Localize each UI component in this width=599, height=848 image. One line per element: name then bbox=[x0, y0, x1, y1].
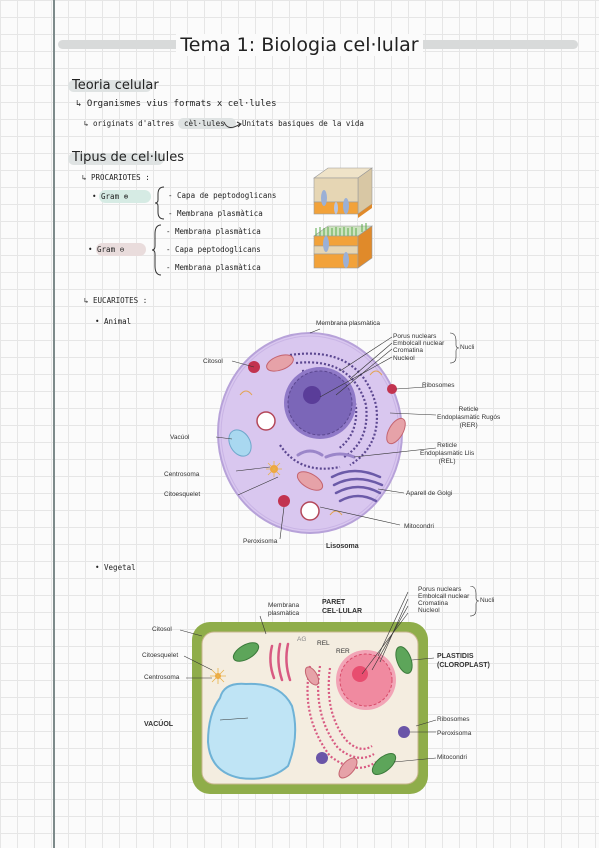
gram-pos-pill bbox=[99, 190, 151, 203]
gram-neg-item: - Membrana plasmàtica bbox=[166, 227, 261, 236]
gram-neg-label: • Gram ⊖ bbox=[88, 245, 125, 254]
label-porus-nuclears: Porus nuclears bbox=[393, 333, 437, 340]
eucariotes-label: ↳ EUCARIOTES : bbox=[84, 296, 148, 305]
animal-label: • Animal bbox=[95, 317, 132, 326]
label-nucleol: Nucleol bbox=[393, 355, 415, 362]
label-ribosomes: Ribosomes bbox=[422, 382, 455, 389]
label-peroxisoma: Peroxisoma bbox=[243, 538, 278, 545]
label-embolcall-nuclear-veg: Embolcall nuclear bbox=[418, 593, 470, 600]
label-lisosoma: Lisosoma bbox=[326, 543, 359, 550]
title-bar-left bbox=[58, 40, 214, 49]
gram-neg-wall-illustration bbox=[313, 223, 373, 269]
label-centrosoma: Centrosoma bbox=[164, 471, 200, 478]
brace-icon bbox=[151, 224, 162, 276]
gram-pos-item: - Membrana plasmàtica bbox=[168, 209, 263, 218]
heading-highlight bbox=[68, 153, 164, 165]
brace-icon bbox=[154, 186, 165, 220]
label-citoesquelet: Citoesquelet bbox=[164, 491, 201, 498]
gram-pos-label: • Gram ⊕ bbox=[92, 192, 129, 201]
label-cromatina-veg: Cromatina bbox=[418, 600, 448, 607]
gram-neg-item: - Membrana plasmàtica bbox=[166, 263, 261, 272]
label-nucleol-veg: Nucleol bbox=[418, 607, 440, 614]
label-aparell-golgi: Aparell de Golgi bbox=[406, 490, 453, 497]
label-citosol: Citosol bbox=[203, 358, 223, 365]
label-mitocondri: Mitocondri bbox=[404, 523, 434, 530]
vegetal-label: • Vegetal bbox=[95, 563, 136, 572]
label-membrana-plasmatica: Membrana plasmàtica bbox=[316, 320, 380, 327]
label-rel-veg: REL bbox=[317, 640, 330, 647]
teoria-line-2-suffix: Unitats basiques de la vida bbox=[242, 119, 364, 128]
label-ag: AG bbox=[297, 636, 307, 643]
label-rer-veg: RER bbox=[336, 648, 350, 655]
heading-tipus-cellules: Tipus de cel·lules bbox=[72, 150, 185, 165]
gram-pos-wall-illustration bbox=[313, 167, 373, 218]
label-plastidis: PLASTIDIS(CLOROPLAST) bbox=[437, 653, 490, 669]
animal-cell-diagram bbox=[215, 328, 460, 540]
label-nucli: Nucli bbox=[460, 344, 475, 351]
gram-neg-item: - Capa peptodoglicans bbox=[166, 245, 261, 254]
plant-cell-diagram bbox=[180, 586, 480, 794]
teoria-line-2-highlight: cèl·lules bbox=[184, 119, 225, 128]
title-bar-right bbox=[408, 40, 578, 49]
label-centrosoma-veg: Centrosoma bbox=[144, 674, 180, 681]
label-porus-nuclears-veg: Porus nuclears bbox=[418, 586, 462, 593]
label-citosol-veg: Citosol bbox=[152, 626, 172, 633]
label-cromatina: Cromatina bbox=[393, 347, 423, 354]
gram-pos-item: - Capa de peptodoglicans bbox=[168, 191, 277, 200]
label-embolcall-nuclear: Embolcall nuclear bbox=[393, 340, 445, 347]
heading-teoria-celular: Teoria celular bbox=[72, 78, 159, 93]
cellules-highlight bbox=[178, 118, 236, 129]
label-vacuol-veg: VACÚOL bbox=[144, 721, 174, 728]
heading-highlight bbox=[68, 80, 152, 92]
label-mitocondri-veg: Mitocondri bbox=[437, 754, 467, 761]
label-vacuol: Vacúol bbox=[170, 434, 190, 441]
label-ribosomes-veg: Ribosomes bbox=[437, 716, 470, 723]
procariotes-label: ↳ PROCARIOTES : bbox=[82, 173, 150, 182]
teoria-line-2-prefix: ↳ originats d'altres bbox=[84, 119, 175, 128]
label-citoesquelet-veg: Citoesquelet bbox=[142, 652, 179, 659]
gram-neg-pill bbox=[96, 243, 146, 256]
teoria-line-1: ↳ Organismes vius formats x cel·lules bbox=[76, 99, 277, 109]
page-title: Tema 1: Biologia cel·lular bbox=[0, 34, 599, 56]
label-peroxisoma-veg: Peroxisoma bbox=[437, 730, 472, 737]
label-nucli-veg: Nucli bbox=[480, 597, 495, 604]
notebook-margin-line bbox=[53, 0, 55, 848]
arrow-icon bbox=[223, 121, 242, 128]
